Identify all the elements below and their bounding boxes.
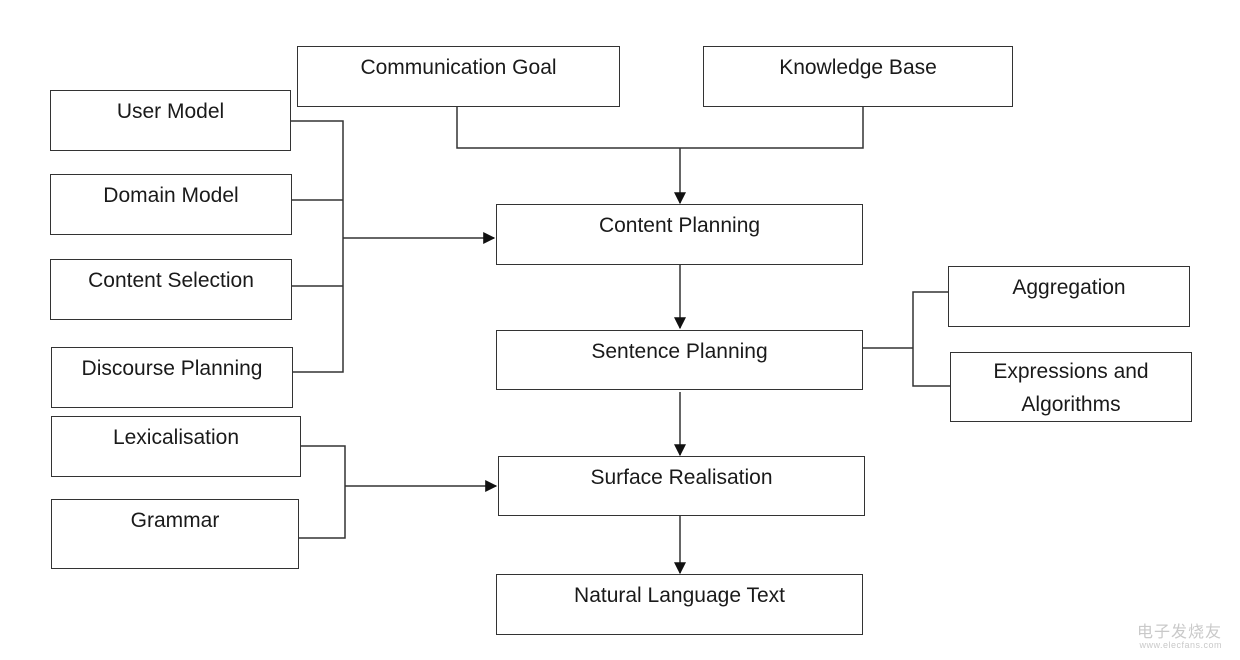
node-surface-realisation-label: Surface Realisation: [590, 466, 773, 489]
connector-lex-grammar-bracket: [299, 445, 346, 539]
node-aggregation: Aggregation: [948, 266, 1190, 327]
node-discourse-planning-label: Discourse Planning: [81, 357, 263, 380]
node-user-model-label: User Model: [116, 100, 225, 123]
node-aggregation-label: Aggregation: [1012, 276, 1126, 299]
node-expressions-line2: Algorithms: [1021, 393, 1121, 416]
node-content-selection: Content Selection: [50, 259, 292, 320]
node-domain-model-label: Domain Model: [103, 184, 239, 207]
node-natural-language-text: Natural Language Text: [496, 574, 863, 635]
node-natural-language-text-label: Natural Language Text: [574, 584, 785, 607]
watermark-brand: 电子发烧友: [1136, 624, 1222, 641]
node-discourse-planning: Discourse Planning: [51, 347, 293, 408]
connector-right-bracket: [912, 291, 950, 387]
node-content-selection-label: Content Selection: [88, 269, 254, 292]
node-user-model: User Model: [50, 90, 291, 151]
node-expressions-and-algorithms: Expressions and Algorithms: [950, 352, 1192, 422]
node-knowledge-base-label: Knowledge Base: [779, 56, 937, 79]
connector-inputs-to-content-planning: [456, 107, 864, 149]
node-lexicalisation-label: Lexicalisation: [112, 426, 240, 449]
watermark-site: www.elecfans.com: [1139, 640, 1222, 650]
node-grammar-label: Grammar: [130, 509, 220, 532]
node-surface-realisation: Surface Realisation: [498, 456, 865, 516]
node-lexicalisation: Lexicalisation: [51, 416, 301, 477]
node-expressions-line1: Expressions and: [993, 360, 1149, 383]
node-grammar: Grammar: [51, 499, 299, 569]
node-knowledge-base: Knowledge Base: [703, 46, 1013, 107]
node-domain-model: Domain Model: [50, 174, 292, 235]
node-sentence-planning: Sentence Planning: [496, 330, 863, 390]
node-content-planning-label: Content Planning: [598, 214, 761, 237]
watermark: 电子发烧友 www.elecfans.com: [1137, 618, 1222, 650]
node-communication-goal-label: Communication Goal: [360, 56, 557, 79]
node-content-planning: Content Planning: [496, 204, 863, 265]
connector-left-models-bracket: [291, 120, 344, 373]
node-communication-goal: Communication Goal: [297, 46, 620, 107]
node-sentence-planning-label: Sentence Planning: [591, 340, 768, 363]
